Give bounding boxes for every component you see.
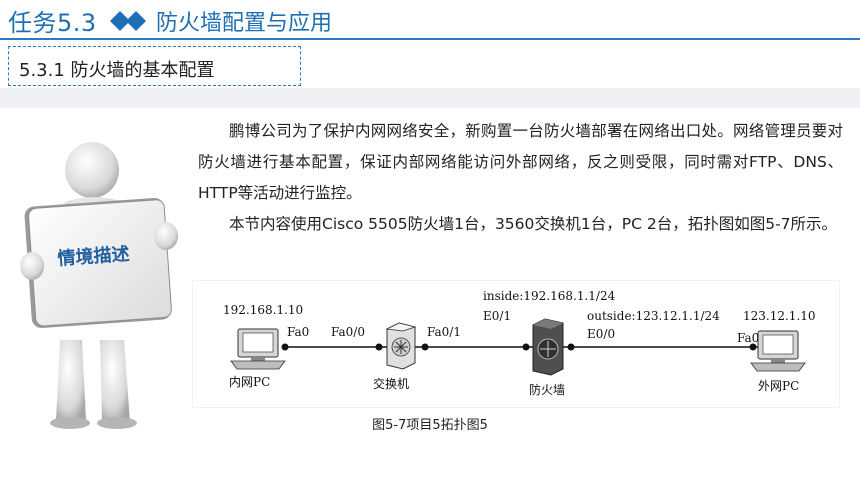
body-text: 鹏博公司为了保护内网网络安全，新购置一台防火墙部署在网络出口处。网络管理员要对防… (198, 116, 843, 240)
sign-text: 情境描述 (57, 243, 130, 270)
topology-diagram: 192.168.1.10 Fa0 Fa0/0 Fa0/1 inside:192.… (193, 281, 839, 407)
slide-header: 任务5.3 防火墙配置与应用 (0, 0, 860, 40)
firewall-icon (532, 318, 564, 376)
decorative-band (0, 88, 860, 108)
switch-label: 交换机 (373, 377, 410, 391)
figure-caption: 图5-7项目5拓扑图5 (372, 418, 488, 433)
firewall-port-e00: E0/0 (587, 327, 616, 341)
pc-icon (230, 328, 286, 370)
firewall-port-e01: E0/1 (483, 309, 512, 323)
inner-pc-ip: 192.168.1.10 (223, 303, 304, 317)
firewall-label: 防火墙 (529, 383, 566, 397)
paragraph-2: 本节内容使用Cisco 5505防火墙1台，3560交换机1台，PC 2台，拓扑… (229, 215, 838, 233)
task-label: 任务5.3 (8, 9, 97, 37)
diamond-icon (110, 11, 146, 31)
page-title: 防火墙配置与应用 (156, 11, 333, 36)
inner-pc-label: 内网PC (229, 375, 271, 389)
firewall-outside-ip: outside:123.12.1.1/24 (587, 309, 720, 323)
outer-pc-ip: 123.12.1.10 (743, 309, 816, 323)
switch-port-right: Fa0/1 (427, 325, 461, 339)
outer-pc-port: Fa0 (737, 331, 760, 345)
section-title: 5.3.1 防火墙的基本配置 (19, 60, 215, 81)
firewall-inside-ip: inside:192.168.1.1/24 (483, 289, 616, 303)
section-title-box: 5.3.1 防火墙的基本配置 (8, 46, 301, 86)
outer-pc-label: 外网PC (758, 379, 800, 393)
pc-icon (750, 330, 806, 372)
switch-port-left: Fa0/0 (331, 325, 365, 339)
header-divider (0, 38, 860, 40)
topology-links (230, 318, 806, 376)
switch-icon (385, 322, 417, 370)
paragraph-1: 鹏博公司为了保护内网网络安全，新购置一台防火墙部署在网络出口处。网络管理员要对防… (198, 122, 843, 202)
person-holding-sign-illustration: 情境描述 (20, 142, 178, 429)
inner-pc-port: Fa0 (287, 325, 310, 339)
